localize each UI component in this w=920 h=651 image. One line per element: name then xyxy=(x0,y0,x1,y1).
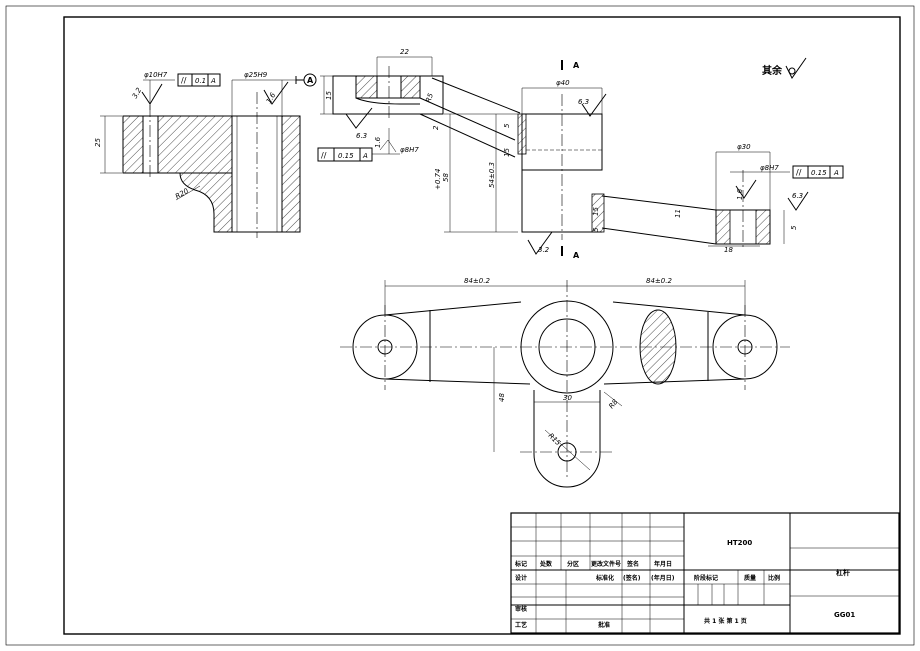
dim-h58: 58 xyxy=(442,173,450,182)
dim-r8: R8 xyxy=(607,398,619,411)
tb-design: 设计 xyxy=(515,574,527,582)
right-detail-view: φ30 φ8H7 // 0.15 A 1.6 6.3 5 18 xyxy=(708,143,844,254)
tb-header-count: 处数 xyxy=(539,560,553,568)
tb-header-date: 年月日 xyxy=(654,560,672,568)
dim-h25: 25 xyxy=(94,138,102,147)
dim-d2: 2 xyxy=(432,125,440,130)
dim-d30: φ30 xyxy=(737,143,751,151)
dim-bore10: φ10H7 xyxy=(144,71,168,79)
roughness-symbol-icon xyxy=(785,57,807,79)
ra-63-right: 6.3 xyxy=(792,192,803,200)
tb-check: 审核 xyxy=(515,605,527,613)
tb-drawing-no: GG01 xyxy=(834,611,855,619)
tb-material: HT200 xyxy=(727,539,752,547)
tb-header-sign: 签名 xyxy=(626,560,639,568)
dim-h54: 54±0.3 xyxy=(488,162,496,188)
dim-h15-arm: 15 xyxy=(592,207,600,216)
dim-h5-right: 5 xyxy=(790,225,798,230)
ra-63-mid: 6.3 xyxy=(578,98,589,106)
tol-015-right: 0.15 xyxy=(811,169,827,177)
tb-standardize: 标准化 xyxy=(595,574,614,582)
dim-h18: 18 xyxy=(724,246,733,254)
tb-header-zone: 分区 xyxy=(567,560,579,568)
tol-015-datum: A xyxy=(362,152,368,160)
tb-weight: 质量 xyxy=(744,574,756,582)
dim-h5-top: 5 xyxy=(503,123,511,128)
plan-view: 84±0.2 84±0.2 48 30 R8 R15 xyxy=(340,277,790,488)
section-a-bottom: A xyxy=(573,251,580,260)
tol-015-right-datum: A xyxy=(833,169,839,177)
dim-l84-left: 84±0.2 xyxy=(464,277,490,285)
dim-r15: R15 xyxy=(547,432,563,448)
dim-r20: R20 xyxy=(174,187,190,201)
dim-h5-arm: 5 xyxy=(592,227,600,232)
tol-01-datum: A xyxy=(210,77,216,85)
left-section-view: 25 R20 φ25H9 A φ10H7 // 0.1 A 3.2 1.6 xyxy=(94,71,317,238)
tb-part-name: 杠杆 xyxy=(836,568,850,577)
tb-header-mark: 标记 xyxy=(514,560,527,568)
ra-63-top: 6.3 xyxy=(356,132,367,140)
dim-h15: 15 xyxy=(325,91,333,100)
middle-section-view: A A φ40 6.3 58 +0.74 54±0.3 5 15 3.2 15 … xyxy=(434,60,717,260)
dim-h15-mid: 15 xyxy=(503,148,511,157)
tb-sheets: 共 1 张 第 1 页 xyxy=(704,617,747,625)
datum-a-label: A xyxy=(307,76,314,85)
parallel-symbol-icon: // xyxy=(181,76,187,85)
dim-h48: 48 xyxy=(498,393,506,402)
tb-date: (年月日) xyxy=(651,574,675,582)
tb-header-docno: 更改文件号 xyxy=(591,560,621,568)
ra-16-left: 1.6 xyxy=(265,91,278,105)
parallel-symbol-icon-2: // xyxy=(321,151,327,160)
tb-sign: (签名) xyxy=(623,574,641,582)
top-detail-view: 22 15 R5 6.3 2 // 0.15 A φ8H7 1.6 xyxy=(317,48,521,162)
dim-w30: 30 xyxy=(563,394,572,402)
dim-bore8-right: φ8H7 xyxy=(760,164,779,172)
tol-01: 0.1 xyxy=(195,77,206,85)
title-block: HT200 杠杆 GG01 标记 处数 分区 更改文件号 签名 年月日 设计 标… xyxy=(510,512,900,634)
dim-w22: 22 xyxy=(400,48,409,56)
ra-16-right: 1.6 xyxy=(736,188,744,200)
section-a-top: A xyxy=(573,61,580,70)
dim-r5: R5 xyxy=(424,92,435,104)
tol-015: 0.15 xyxy=(338,152,354,160)
ra-16-top: 1.6 xyxy=(374,136,382,148)
dim-bore25: φ25H9 xyxy=(244,71,268,79)
surface-note: 其余 xyxy=(762,64,783,77)
tb-scale: 比例 xyxy=(768,574,780,582)
tb-process: 工艺 xyxy=(515,621,527,629)
dim-bore8: φ8H7 xyxy=(400,146,419,154)
inner-frame xyxy=(63,16,901,635)
outer-border xyxy=(5,5,915,646)
tb-stage: 阶段标记 xyxy=(694,574,718,582)
ra-32-bottom: 3.2 xyxy=(538,246,550,254)
dim-d40: φ40 xyxy=(556,79,570,87)
dim-h11: 11 xyxy=(674,209,682,218)
dim-h58-tol: +0.74 xyxy=(434,169,442,190)
tb-approve: 批准 xyxy=(598,621,610,629)
dim-l84-right: 84±0.2 xyxy=(646,277,672,285)
ra-32-left: 3.2 xyxy=(131,86,144,100)
parallel-symbol-icon-3: // xyxy=(796,168,802,177)
